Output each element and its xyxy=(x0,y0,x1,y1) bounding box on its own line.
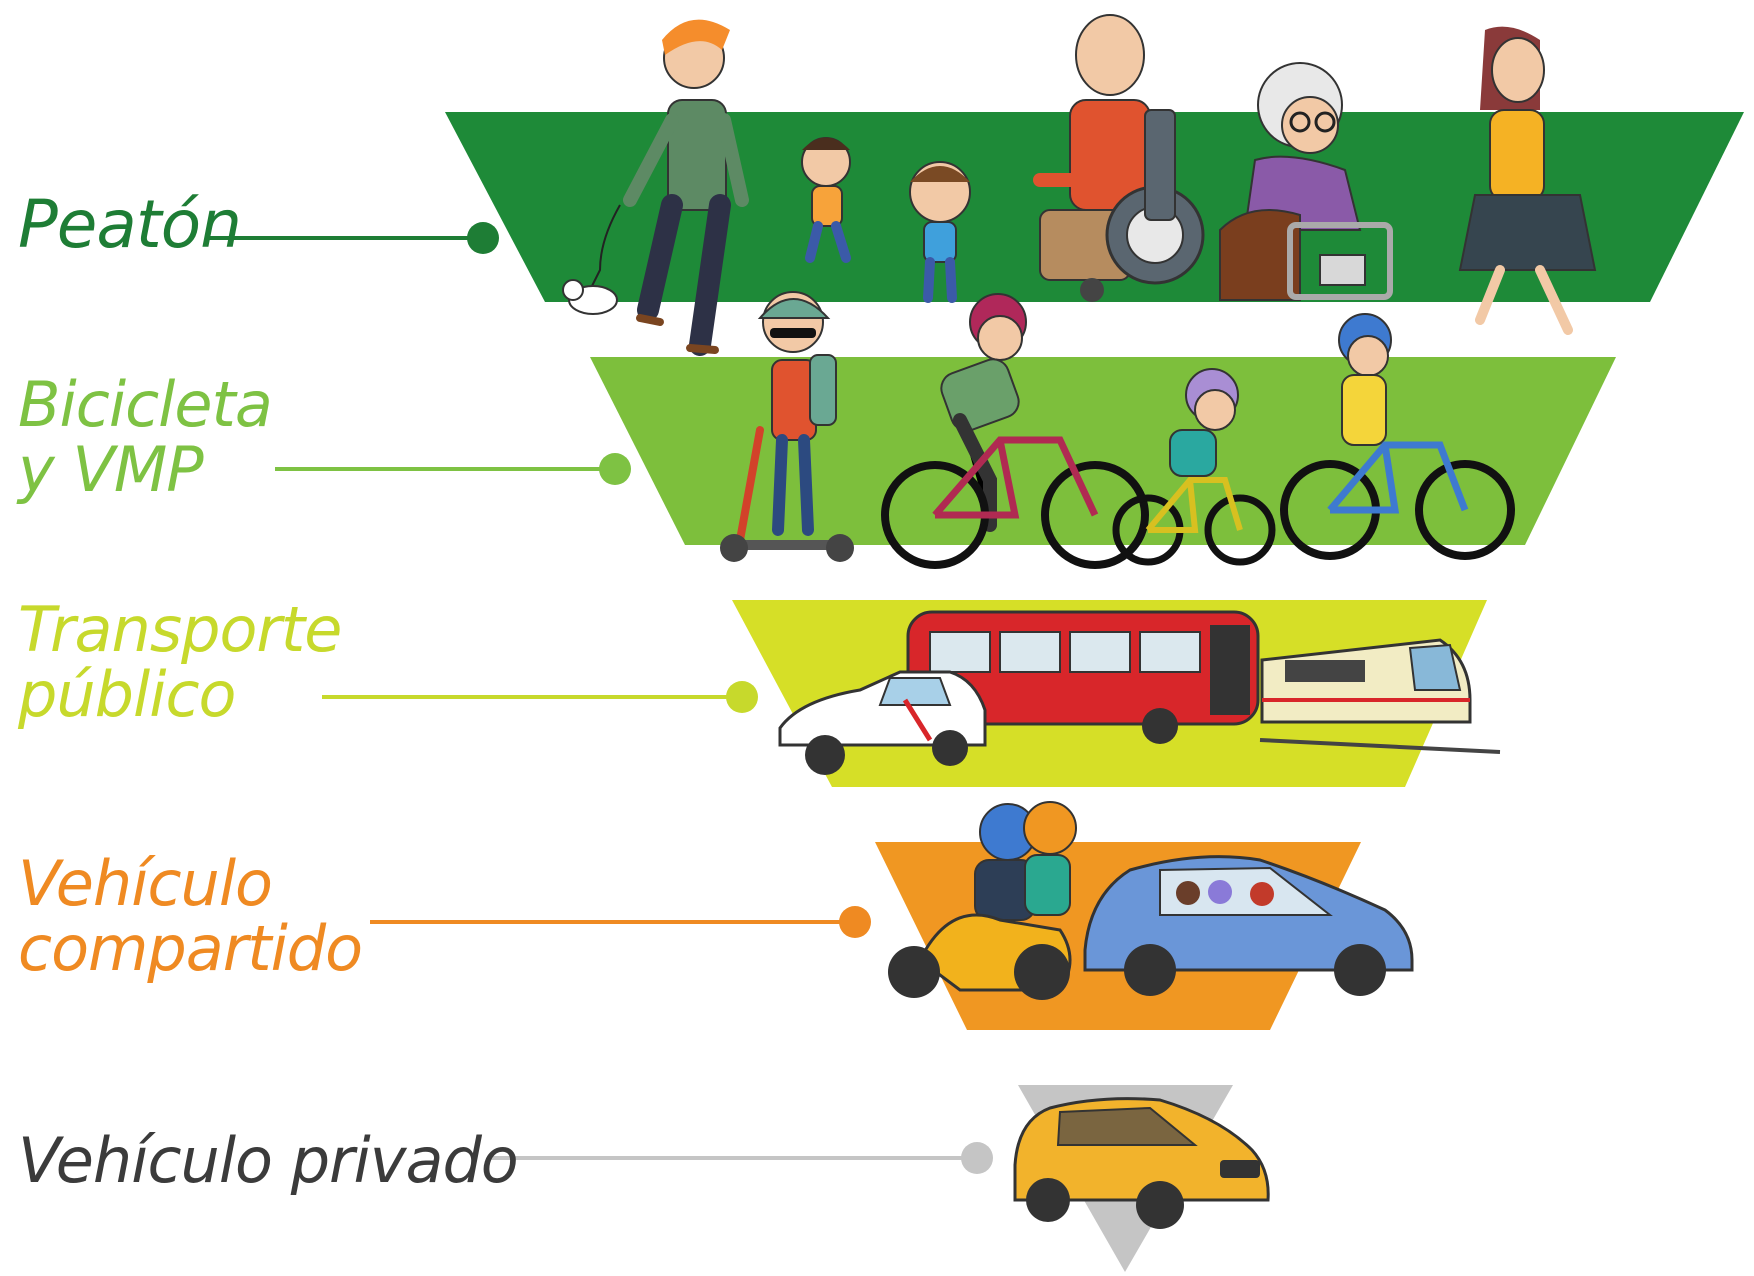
private-car-icon xyxy=(1013,1097,1270,1229)
tier-label-line: Transporte xyxy=(18,593,342,666)
cyclist-icon xyxy=(1280,313,1515,560)
scooter-rider-icon xyxy=(720,291,854,562)
connector-transporte xyxy=(322,681,758,713)
scooter-motorbike-icon xyxy=(888,801,1077,1000)
tier-label-line: público xyxy=(18,658,236,732)
tier-label-line: Vehículo xyxy=(18,847,273,920)
tier-label-line: compartido xyxy=(18,912,363,986)
wheelchair-user-icon xyxy=(1033,14,1205,302)
taxi-icon xyxy=(778,670,987,775)
elderly-woman-walker-icon xyxy=(1219,62,1393,301)
tier-label-line: Bicicleta xyxy=(18,368,273,441)
child-icon xyxy=(801,137,851,263)
man-walking-dog-icon xyxy=(562,19,749,356)
child-cyclist-icon xyxy=(1112,368,1276,566)
connector-bicicleta xyxy=(275,453,631,485)
tier-label-line: y VMP xyxy=(18,433,204,507)
tier-label-bicicleta: Bicicleta y VMP xyxy=(18,368,273,507)
connector-privado xyxy=(487,1142,993,1174)
train-icon xyxy=(1259,638,1501,754)
shared-car-icon xyxy=(1083,855,1414,996)
tier-label-compartido: Vehículo compartido xyxy=(18,847,363,986)
tier-label-transporte: Transporte público xyxy=(18,593,342,732)
tier-label-line: Vehículo privado xyxy=(18,1124,519,1197)
bus-icon xyxy=(906,610,1260,744)
tier-label-privado: Vehículo privado xyxy=(18,1124,519,1197)
tier-label-line: Peatón xyxy=(18,186,242,263)
cyclist-icon xyxy=(881,293,1149,569)
child-icon xyxy=(909,161,971,303)
tier-label-peaton: Peatón xyxy=(18,186,242,263)
woman-walking-icon xyxy=(1458,26,1597,335)
connector-compartido xyxy=(370,906,871,938)
connector-peaton xyxy=(205,222,499,254)
